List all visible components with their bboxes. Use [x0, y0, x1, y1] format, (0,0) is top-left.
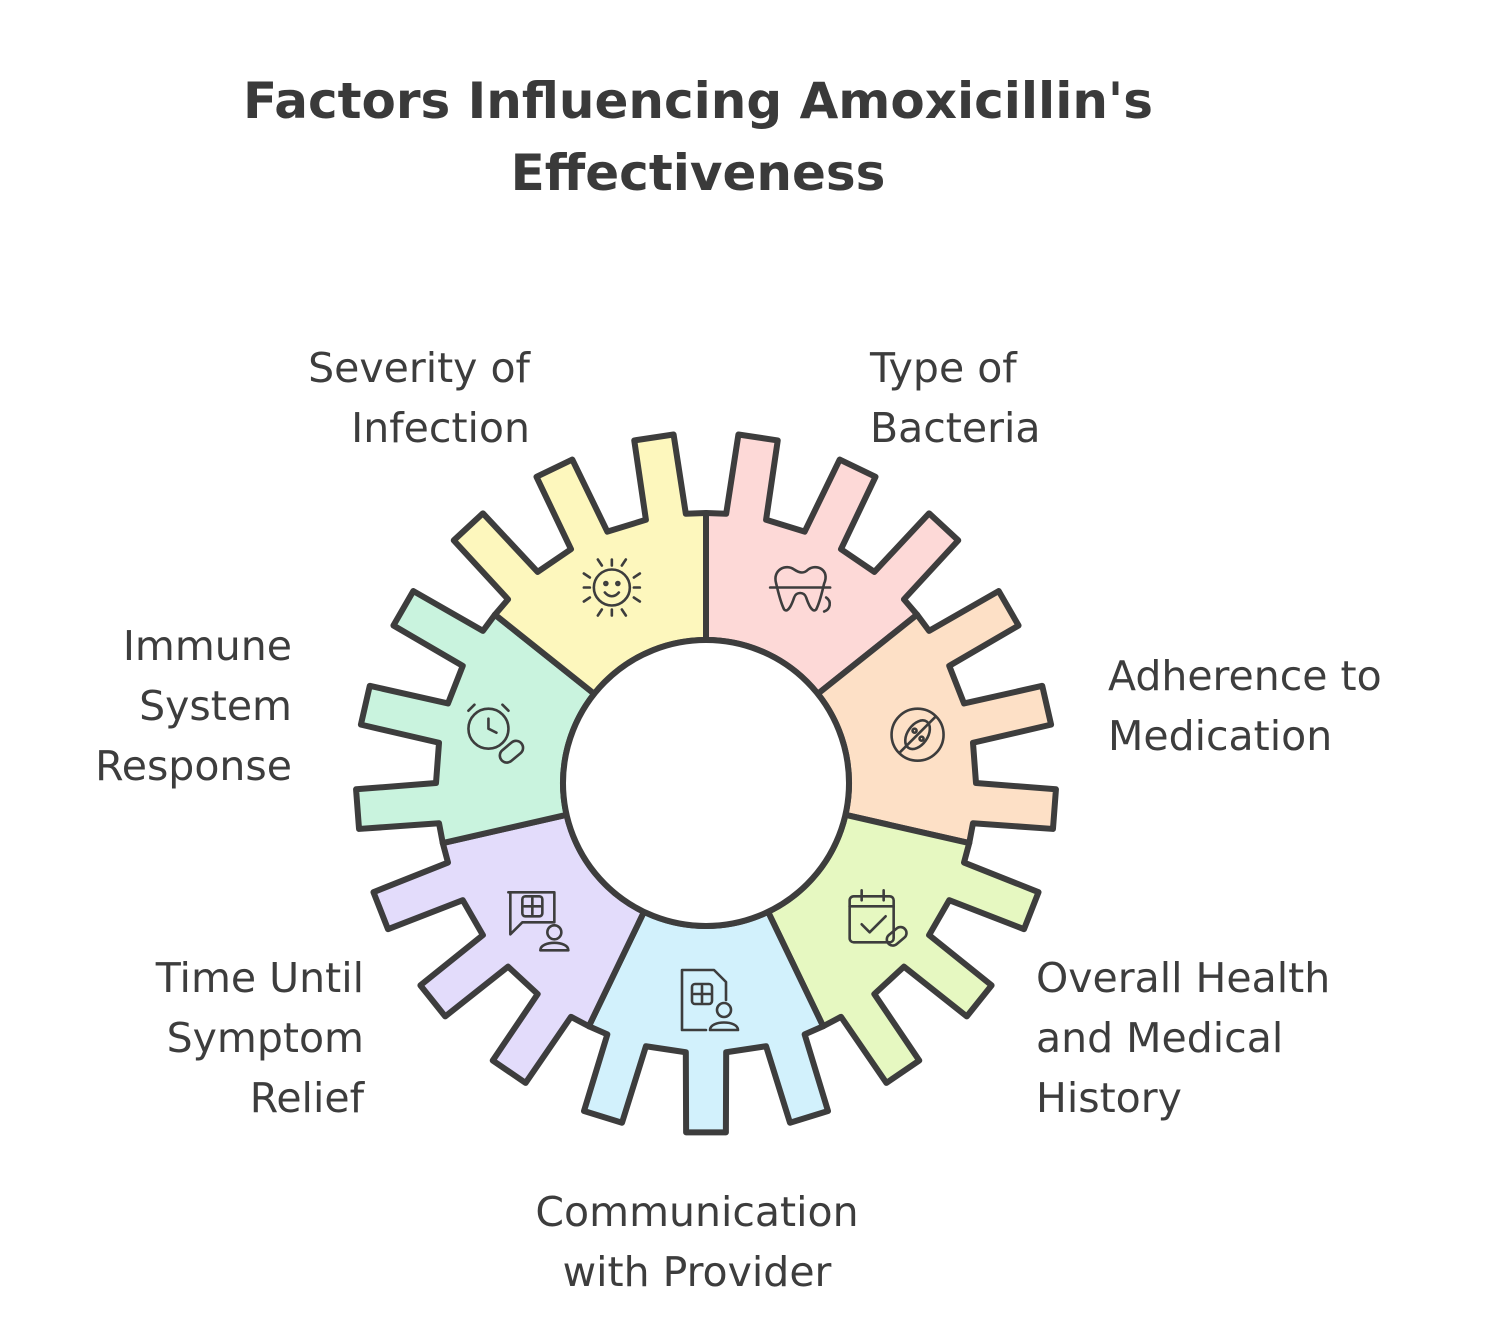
label-immune-line-3: Response	[95, 742, 292, 790]
label-time-line-2: Symptom	[167, 1014, 364, 1062]
label-severity-line-2: Infection	[351, 404, 530, 452]
label-immune-line-1: Immune	[123, 622, 292, 670]
title-line-2: Effectiveness	[511, 144, 886, 202]
label-adherence: Adherence to Medication	[1108, 652, 1382, 760]
label-time-line-3: Relief	[250, 1074, 366, 1122]
chat-doctor-icon	[507, 890, 570, 952]
label-communication: Communication with Provider	[535, 1188, 858, 1296]
label-severity: Severity of Infection	[308, 344, 531, 452]
label-bacteria-line-2: Bacteria	[870, 404, 1040, 452]
sun-smile-icon	[582, 558, 642, 617]
segment-icons	[467, 558, 945, 1032]
gear-hub	[560, 637, 852, 929]
label-immune-line-2: System	[139, 682, 292, 730]
label-adherence-line-2: Medication	[1108, 712, 1332, 760]
label-communication-line-1: Communication	[535, 1188, 858, 1236]
clock-pill-icon	[467, 703, 525, 764]
label-bacteria: Type of Bacteria	[869, 344, 1040, 452]
tooth-icon	[768, 565, 832, 613]
bacteria-icon	[890, 707, 945, 763]
label-severity-line-1: Severity of	[308, 344, 531, 392]
label-time-line-1: Time Until	[155, 954, 364, 1002]
label-health-line-1: Overall Health	[1036, 954, 1330, 1002]
calendar-pill-icon	[848, 888, 908, 947]
segment-labels: Severity of Infection Type of BacteriaAdher…	[95, 344, 1382, 1296]
label-adherence-line-1: Adherence to	[1108, 652, 1382, 700]
label-health-line-3: History	[1036, 1074, 1182, 1122]
label-communication-line-2: with Provider	[563, 1248, 832, 1296]
title-line-1: Factors Influencing Amoxicillin's	[243, 72, 1153, 130]
label-bacteria-line-1: Type of	[869, 344, 1018, 392]
medical-record-icon	[680, 968, 740, 1032]
label-health-line-2: and Medical	[1036, 1014, 1283, 1062]
